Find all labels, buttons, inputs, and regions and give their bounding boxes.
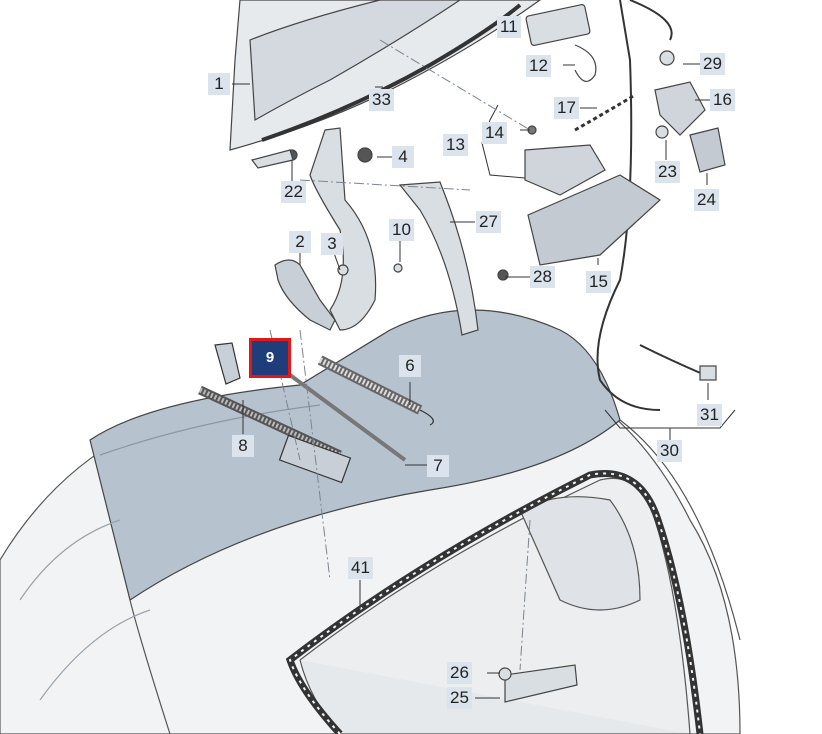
callout-part-7[interactable]: 7 — [427, 455, 449, 477]
callout-part-2[interactable]: 2 — [289, 231, 311, 253]
lock-and-motor-parts — [498, 0, 726, 703]
callout-part-23[interactable]: 23 — [655, 161, 680, 183]
callout-part-11[interactable]: 11 — [497, 16, 521, 38]
callout-part-12[interactable]: 12 — [526, 55, 551, 77]
callout-part-15[interactable]: 15 — [586, 271, 611, 293]
callout-part-8[interactable]: 8 — [232, 435, 254, 457]
callout-part-3[interactable]: 3 — [321, 233, 343, 255]
callout-part-16[interactable]: 16 — [710, 89, 735, 111]
callout-part-25[interactable]: 25 — [447, 687, 472, 709]
callout-part-13[interactable]: 13 — [443, 134, 468, 156]
callout-part-30[interactable]: 30 — [657, 440, 682, 462]
car-body — [0, 309, 741, 734]
callout-part-27[interactable]: 27 — [476, 211, 501, 233]
callout-part-6[interactable]: 6 — [399, 355, 421, 377]
trunk-lid-panel — [229, 0, 542, 151]
callout-part-9-selected[interactable]: 9 — [249, 338, 291, 378]
trunk-seal — [285, 470, 704, 734]
callout-part-4[interactable]: 4 — [392, 146, 414, 168]
callout-part-31[interactable]: 31 — [697, 404, 722, 426]
leader-lines — [232, 63, 736, 699]
callout-part-22[interactable]: 22 — [281, 181, 306, 203]
callout-part-10[interactable]: 10 — [389, 219, 414, 241]
callout-part-26[interactable]: 26 — [447, 662, 472, 684]
callout-part-28[interactable]: 28 — [530, 266, 555, 288]
callout-part-1[interactable]: 1 — [208, 73, 230, 95]
callout-part-29[interactable]: 29 — [700, 53, 725, 75]
callout-part-14[interactable]: 14 — [482, 122, 507, 144]
callout-part-17[interactable]: 17 — [554, 97, 579, 119]
hinge-assembly — [250, 127, 509, 336]
callout-part-24[interactable]: 24 — [694, 189, 719, 211]
callout-part-41[interactable]: 41 — [348, 557, 373, 579]
callout-part-33[interactable]: 33 — [369, 89, 394, 111]
